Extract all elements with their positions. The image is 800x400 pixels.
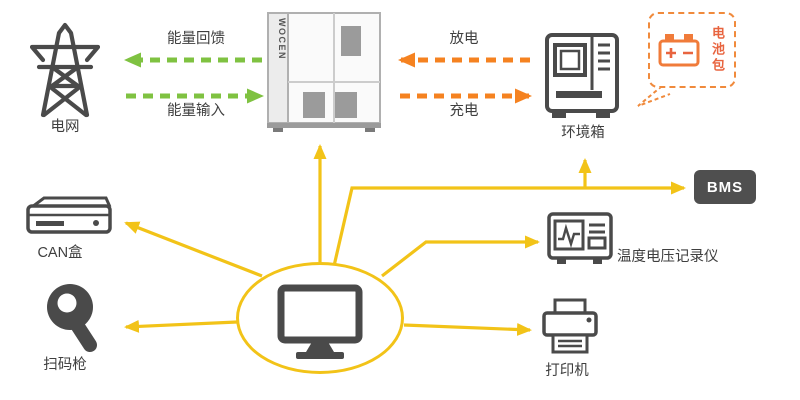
grid-label: 电网 bbox=[50, 119, 80, 135]
barcode-scanner-icon bbox=[47, 284, 97, 352]
can-box-icon bbox=[26, 196, 112, 234]
battery-pack-label: 电池包 bbox=[710, 26, 725, 74]
link-computer-bms bbox=[332, 181, 686, 267]
link-computer-canbox bbox=[124, 221, 263, 278]
battery-icon bbox=[658, 34, 700, 67]
power-grid-icon bbox=[30, 22, 100, 118]
cabinet-brand-text: WOCEN bbox=[277, 18, 287, 60]
printer-icon bbox=[542, 298, 598, 354]
link-computer-scanner bbox=[124, 319, 238, 333]
scanner-label: 扫码枪 bbox=[43, 357, 87, 373]
bms-label: BMS bbox=[706, 178, 744, 196]
power-cabinet-icon: WOCEN bbox=[267, 12, 381, 132]
recorder-label: 温度电压记录仪 bbox=[617, 249, 719, 265]
environment-chamber-icon bbox=[545, 33, 619, 118]
callout-tail-icon bbox=[637, 85, 671, 107]
energy-feedback-label: 能量回馈 bbox=[167, 31, 225, 47]
battery-pack-callout: 电池包 bbox=[648, 12, 736, 88]
recorder-icon bbox=[547, 212, 613, 264]
energy-input-label: 能量输入 bbox=[167, 103, 225, 119]
link-computer-recorder bbox=[381, 235, 540, 278]
bms-box: BMS bbox=[694, 170, 756, 204]
discharge-label: 放电 bbox=[449, 31, 479, 47]
link-computer-printer bbox=[403, 322, 532, 336]
charge-label: 充电 bbox=[449, 103, 479, 119]
computer-icon bbox=[277, 284, 363, 359]
printer-label: 打印机 bbox=[545, 363, 589, 379]
chamber-label: 环境箱 bbox=[561, 125, 605, 141]
can-box-label: CAN盒 bbox=[37, 245, 83, 261]
